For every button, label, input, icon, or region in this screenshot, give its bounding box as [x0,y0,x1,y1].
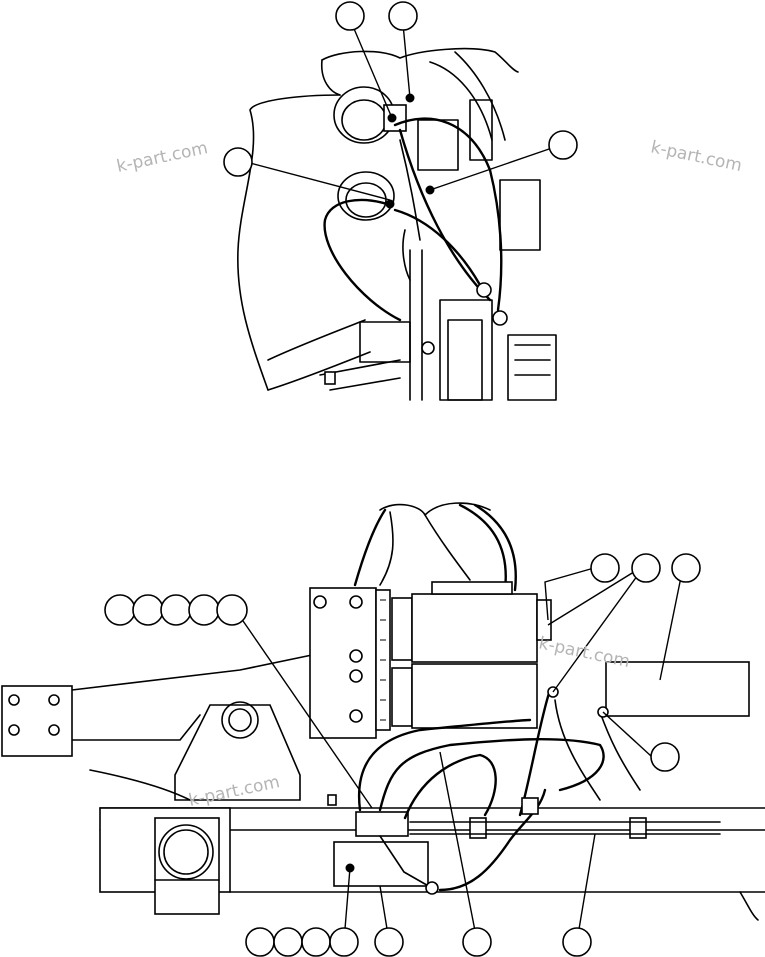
solenoids [391,581,552,729]
callout-circle [160,594,192,626]
callout-circle [301,927,331,957]
callout-circle [631,553,661,583]
callout-circle [188,594,220,626]
callout-circle [562,927,592,957]
callout-circle [374,927,404,957]
hoses-top [323,117,503,322]
callout-circle [245,927,275,957]
watermark: k-part.com [537,633,632,672]
watermark: k-part.com [115,138,210,177]
frame-beam [99,807,765,921]
watermark: k-part.com [649,137,744,176]
valve-body-upper [333,86,407,144]
callout-circle [548,130,578,160]
top-view [223,1,578,401]
tire-outline [237,94,341,391]
callout-circle [104,594,136,626]
callout-circle [650,742,680,772]
label-box [605,661,750,717]
callout-circle [671,553,701,583]
callout-circle [335,1,365,31]
bottom-solenoid [333,811,439,895]
callout-circle [132,594,164,626]
valve-body-lower [337,171,395,221]
callout-circle [388,1,418,31]
bottom-view [1,502,765,957]
hoses-bottom [89,688,641,892]
callout-circle [329,927,359,957]
callout-circle [590,553,620,583]
callout-circle [223,147,253,177]
valve-block [309,587,391,739]
callout-circle [462,927,492,957]
callout-circle [273,927,303,957]
callout-circle [216,594,248,626]
